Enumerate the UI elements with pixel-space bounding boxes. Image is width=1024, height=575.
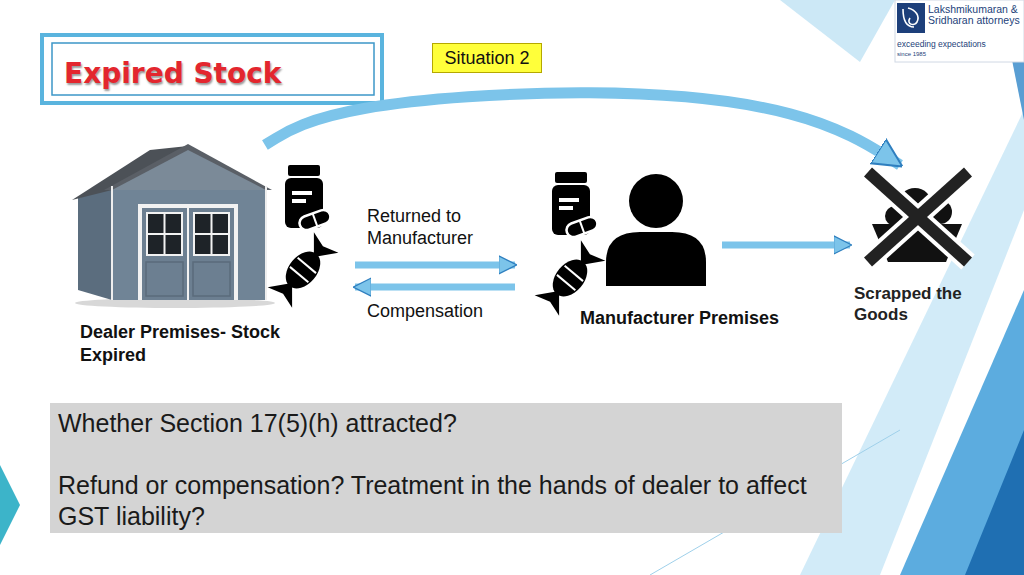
decor-triangle [965,430,1024,575]
flow-arrow [722,241,850,248]
node-text: Manufacturer Premises [580,308,779,329]
edge-label: Returned to Manufacturer [367,205,502,249]
dealer-premises: Dealer Premises- Stock Expired [70,145,355,367]
person-icon [606,174,706,286]
logo-text: exceeding expectations [897,39,1022,49]
logo-emblem [903,8,918,27]
medicine-icon [285,165,332,232]
logo-text: since 1985 [897,51,1022,58]
node-text: Whether Section 17(5)(h) attracted? [58,408,834,439]
candy-icon [268,232,339,308]
node-text: Situation 2 [444,48,529,69]
node-text: Dealer Premises- Stock Expired [80,321,310,367]
logo-emblem [897,3,925,33]
shed-illustration [72,144,275,308]
edge-label: Compensation [367,300,507,322]
decor-triangle [900,290,1024,575]
node-text: Refund or compensation? Treatment in the… [58,470,834,532]
slide-title: Expired Stock [64,57,281,90]
decor-triangle [780,0,895,62]
node-text: Scrapped the Goods [854,283,984,325]
situation-tag: Situation 2 [432,43,542,73]
candy-icon [535,240,606,316]
question-box: Whether Section 17(5)(h) attracted? Refun… [50,403,842,533]
curved-arrow [265,93,900,165]
scrap-icon [868,172,968,262]
scrap-node: Scrapped the Goods [850,165,990,325]
flow-arrow [355,283,515,290]
manufacturer-premises: Manufacturer Premises [515,165,722,340]
medicine-icon [552,172,599,239]
flow-arrow [355,261,515,268]
title-frame [42,35,382,103]
decor-triangle [0,465,20,545]
title-frame [52,43,374,95]
logo-text: Lakshmikumaran & Sridharan attorneys [928,4,1020,26]
logo-box [895,0,1024,62]
